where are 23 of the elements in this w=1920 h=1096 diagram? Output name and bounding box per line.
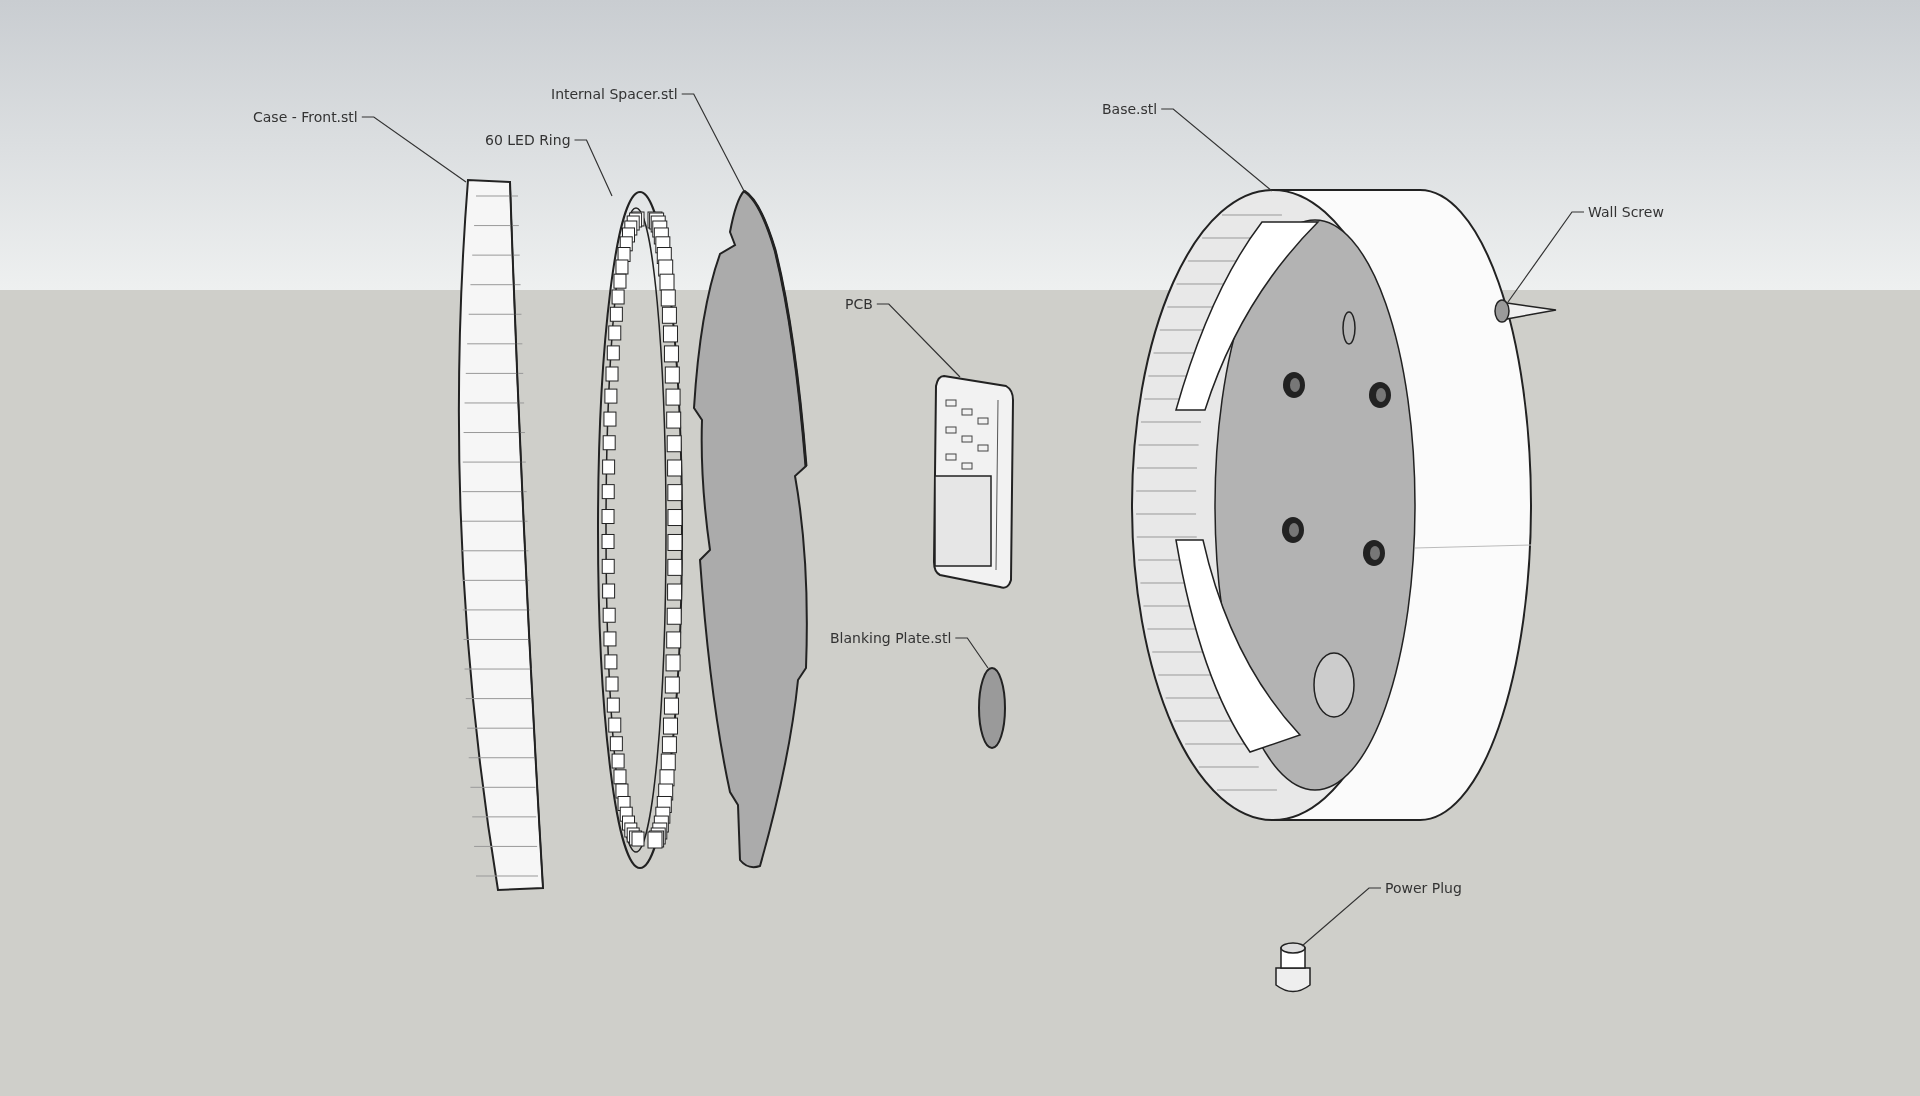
screw-drawing <box>1494 299 1557 323</box>
case-front-drawing <box>457 179 544 891</box>
part-label: PCB <box>845 296 873 312</box>
led-ring-drawing <box>597 191 683 869</box>
power-plug-drawing <box>1275 942 1311 993</box>
part-label: 60 LED Ring <box>485 132 571 148</box>
part-label: Blanking Plate.stl <box>830 630 952 646</box>
part-label: Wall Screw <box>1588 204 1664 220</box>
base-drawing <box>1131 189 1532 821</box>
leader-line <box>573 139 613 197</box>
leader-line <box>876 303 961 378</box>
part-label: Base.stl <box>1102 101 1158 117</box>
part-label: Power Plug <box>1385 880 1462 896</box>
pcb-drawing <box>933 375 1014 589</box>
leader-line <box>681 93 745 192</box>
leader-line <box>954 637 989 669</box>
leader-line <box>1301 887 1382 947</box>
part-label: Case - Front.stl <box>253 109 358 125</box>
spacer-drawing <box>693 189 808 869</box>
leader-line <box>1160 108 1273 192</box>
disc-shape <box>978 667 1006 749</box>
leader-line <box>361 116 467 183</box>
part-label: Internal Spacer.stl <box>551 86 678 102</box>
